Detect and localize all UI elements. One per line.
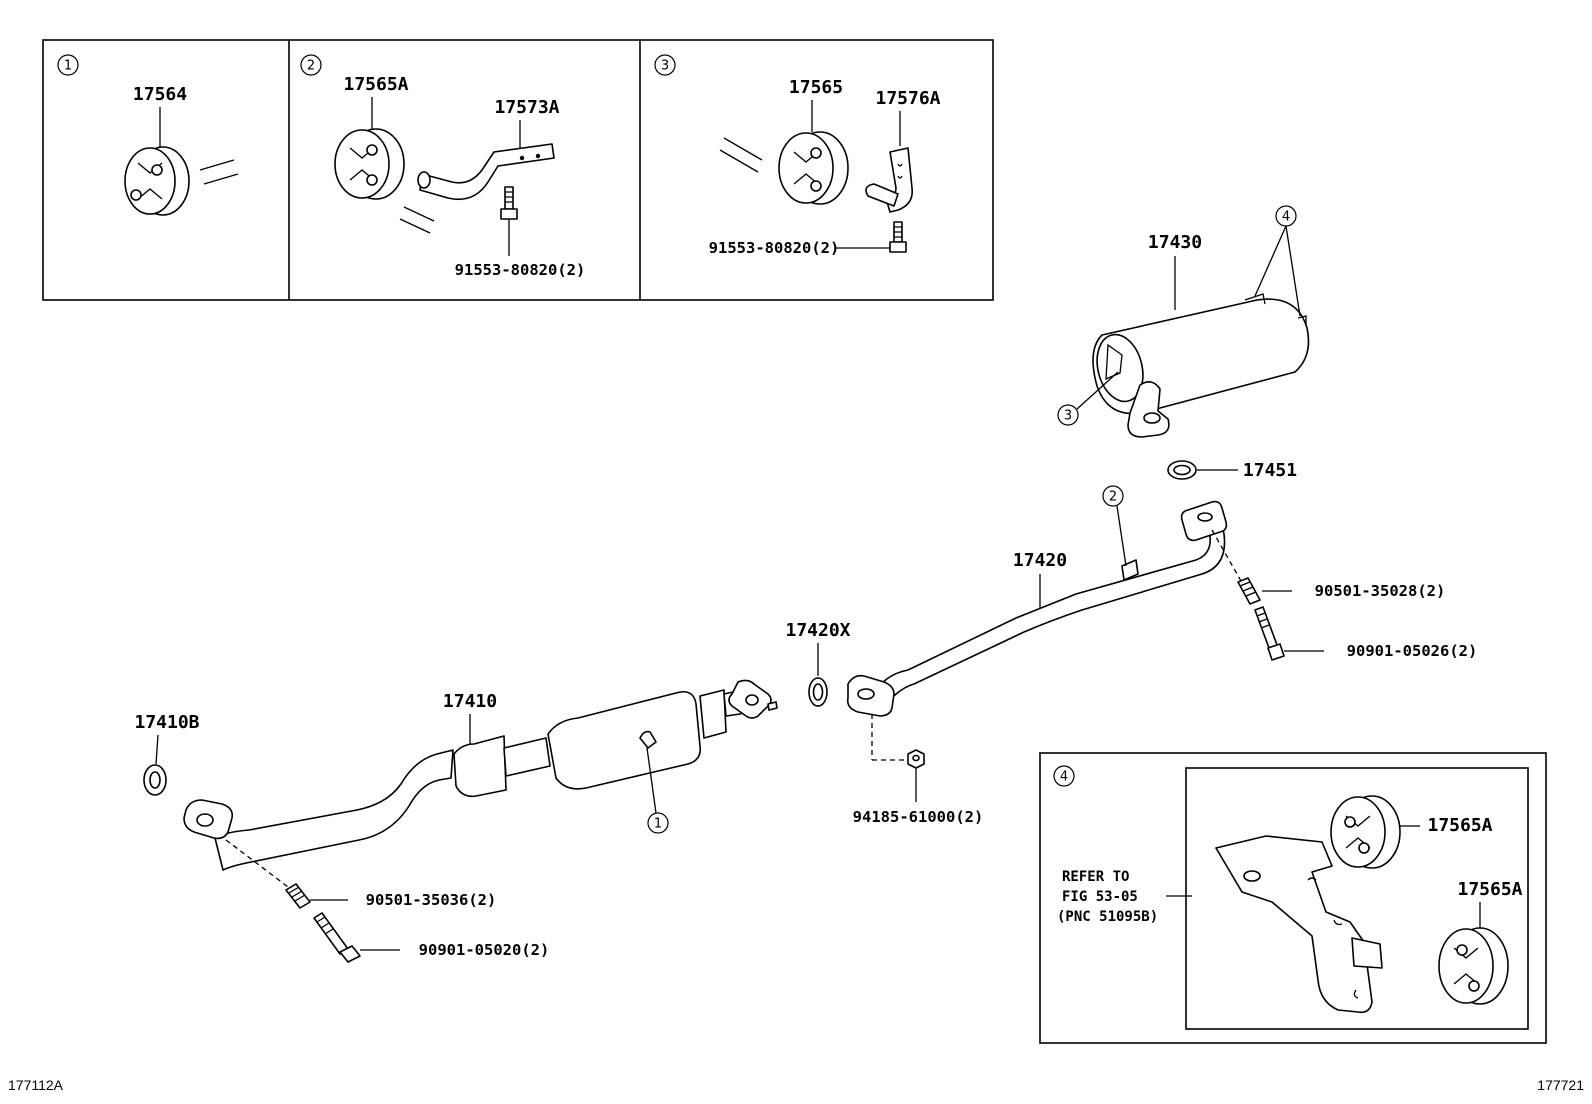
svg-text:2: 2: [1109, 490, 1117, 505]
part-label-91553-80820-b: 91553-80820(2): [709, 239, 840, 257]
part-label-17576A: 17576A: [875, 88, 940, 109]
inset-3: 3 17565 17576A 91553-80820(2): [654, 54, 941, 257]
hanger-rubber-17565A: [334, 128, 405, 200]
inset-4-frame: [1039, 752, 1547, 1044]
footer-left-code: 177112A: [8, 1077, 64, 1093]
bolt-91553-b: [889, 221, 907, 253]
svg-text:4: 4: [1282, 210, 1290, 225]
part-label-17430: 17430: [1148, 232, 1202, 253]
footer-right-code: 177721: [1537, 1077, 1584, 1093]
part-label-17410: 17410: [443, 691, 497, 712]
part-label-90501-35028: 90501-35028(2): [1315, 582, 1446, 600]
bolt-90901-05026: [1254, 606, 1285, 661]
svg-text:4: 4: [1060, 770, 1068, 785]
svg-text:3: 3: [1064, 409, 1072, 424]
bolt-90901-05020: [313, 912, 361, 963]
inset-4-inner-frame: [1185, 767, 1529, 1030]
inset-2: 2 17565A 17573A 91553-80820(2): [300, 54, 586, 279]
body-bracket: [1215, 835, 1383, 1014]
part-label-17451: 17451: [1243, 460, 1297, 481]
part-label-17565A-c: 17565A: [1427, 815, 1492, 836]
bolt-91553: [500, 186, 518, 220]
svg-text:3: 3: [661, 59, 669, 74]
inset-1-marker-text: 1: [64, 59, 72, 74]
inset-frame-top: [42, 39, 994, 301]
hanger-rubber-17565A-d: [1438, 927, 1509, 1005]
hanger-rubber-17564: [124, 146, 190, 216]
bracket-17573A: [417, 143, 555, 201]
part-label-17564: 17564: [133, 84, 187, 105]
front-pipe-converter-17410: [183, 679, 778, 871]
spring-90501-35036: [285, 883, 311, 909]
part-label-90501-35036: 90501-35036(2): [366, 891, 497, 909]
hanger-rubber-17565: [778, 131, 849, 205]
inset-1-marker: [57, 54, 79, 76]
part-label-17565A-d: 17565A: [1457, 879, 1522, 900]
hanger-rod-hint: [199, 159, 239, 185]
svg-text:2: 2: [307, 59, 315, 74]
part-label-17565: 17565: [789, 77, 843, 98]
refer-line-3: (PNC 51095B): [1057, 909, 1158, 925]
spring-90501-35028: [1237, 577, 1261, 605]
muffler-17430: [1092, 293, 1310, 438]
part-label-17565A: 17565A: [343, 74, 408, 95]
refer-line-2: FIG 53-05: [1062, 889, 1138, 905]
callout-marker-3: [1057, 404, 1079, 426]
part-label-17420X: 17420X: [785, 620, 850, 641]
nut-94185-61000: [907, 749, 925, 769]
inset-1: 1 17564: [57, 54, 239, 216]
part-label-94185-61000: 94185-61000(2): [853, 808, 984, 826]
center-pipe-17420: [846, 500, 1228, 717]
callout-marker-2: [1102, 485, 1124, 507]
bracket-17576A: [865, 147, 914, 213]
part-label-17573A: 17573A: [494, 97, 559, 118]
part-label-17420: 17420: [1013, 550, 1067, 571]
part-label-90901-05026: 90901-05026(2): [1347, 642, 1478, 660]
callout-marker-1: [647, 812, 669, 834]
hanger-rubber-17565A-c: [1330, 795, 1401, 869]
refer-line-1: REFER TO: [1062, 869, 1129, 885]
svg-text:1: 1: [654, 817, 662, 832]
part-label-90901-05020: 90901-05020(2): [419, 941, 550, 959]
part-label-91553-80820-a: 91553-80820(2): [455, 261, 586, 279]
inset-4-marker: [1053, 765, 1075, 787]
part-label-17410B: 17410B: [134, 712, 199, 733]
